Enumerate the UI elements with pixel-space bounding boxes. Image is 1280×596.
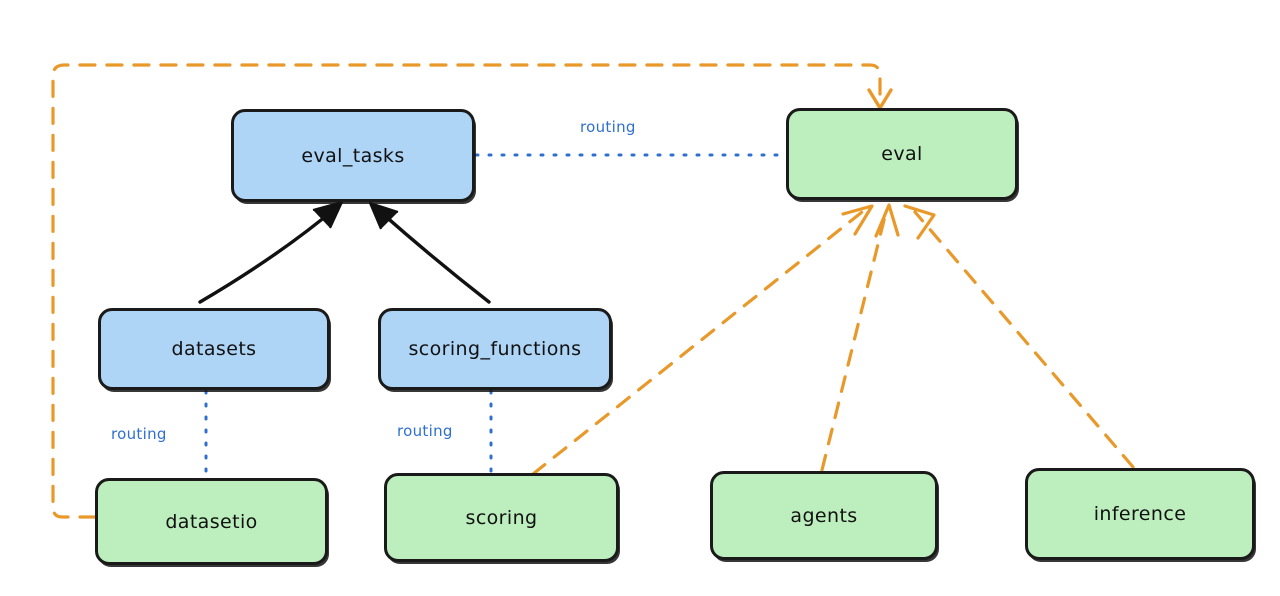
edge-label-routing-eval-tasks-eval: routing [580,118,636,136]
node-agents[interactable]: agents [710,471,938,560]
edge-scoring-to-eval [531,204,874,476]
edge-scoring-functions-to-eval-tasks [368,201,491,304]
node-label-scoring-functions: scoring_functions [408,338,582,360]
node-label-datasetio: datasetio [165,510,258,533]
node-eval[interactable]: eval [786,108,1018,200]
node-label-datasets: datasets [171,338,257,360]
edge-label-routing-datasets-datasetio: routing [111,425,167,443]
node-label-scoring: scoring [465,506,538,529]
node-scoring[interactable]: scoring [384,473,619,562]
node-label-inference: inference [1093,503,1187,525]
node-label-eval: eval [881,143,923,165]
node-label-eval-tasks: eval_tasks [301,144,405,167]
node-inference[interactable]: inference [1025,468,1255,560]
node-datasets[interactable]: datasets [98,308,330,390]
node-eval-tasks[interactable]: eval_tasks [231,109,475,202]
edge-agents-to-eval [820,203,900,472]
node-scoring-functions[interactable]: scoring_functions [378,308,612,390]
edge-label-routing-scoring-functions-scoring: routing [397,422,453,440]
edge-inference-to-eval [903,204,1135,469]
node-label-agents: agents [790,504,858,527]
edge-datasets-to-eval-tasks [198,200,344,304]
node-datasetio[interactable]: datasetio [95,478,328,565]
